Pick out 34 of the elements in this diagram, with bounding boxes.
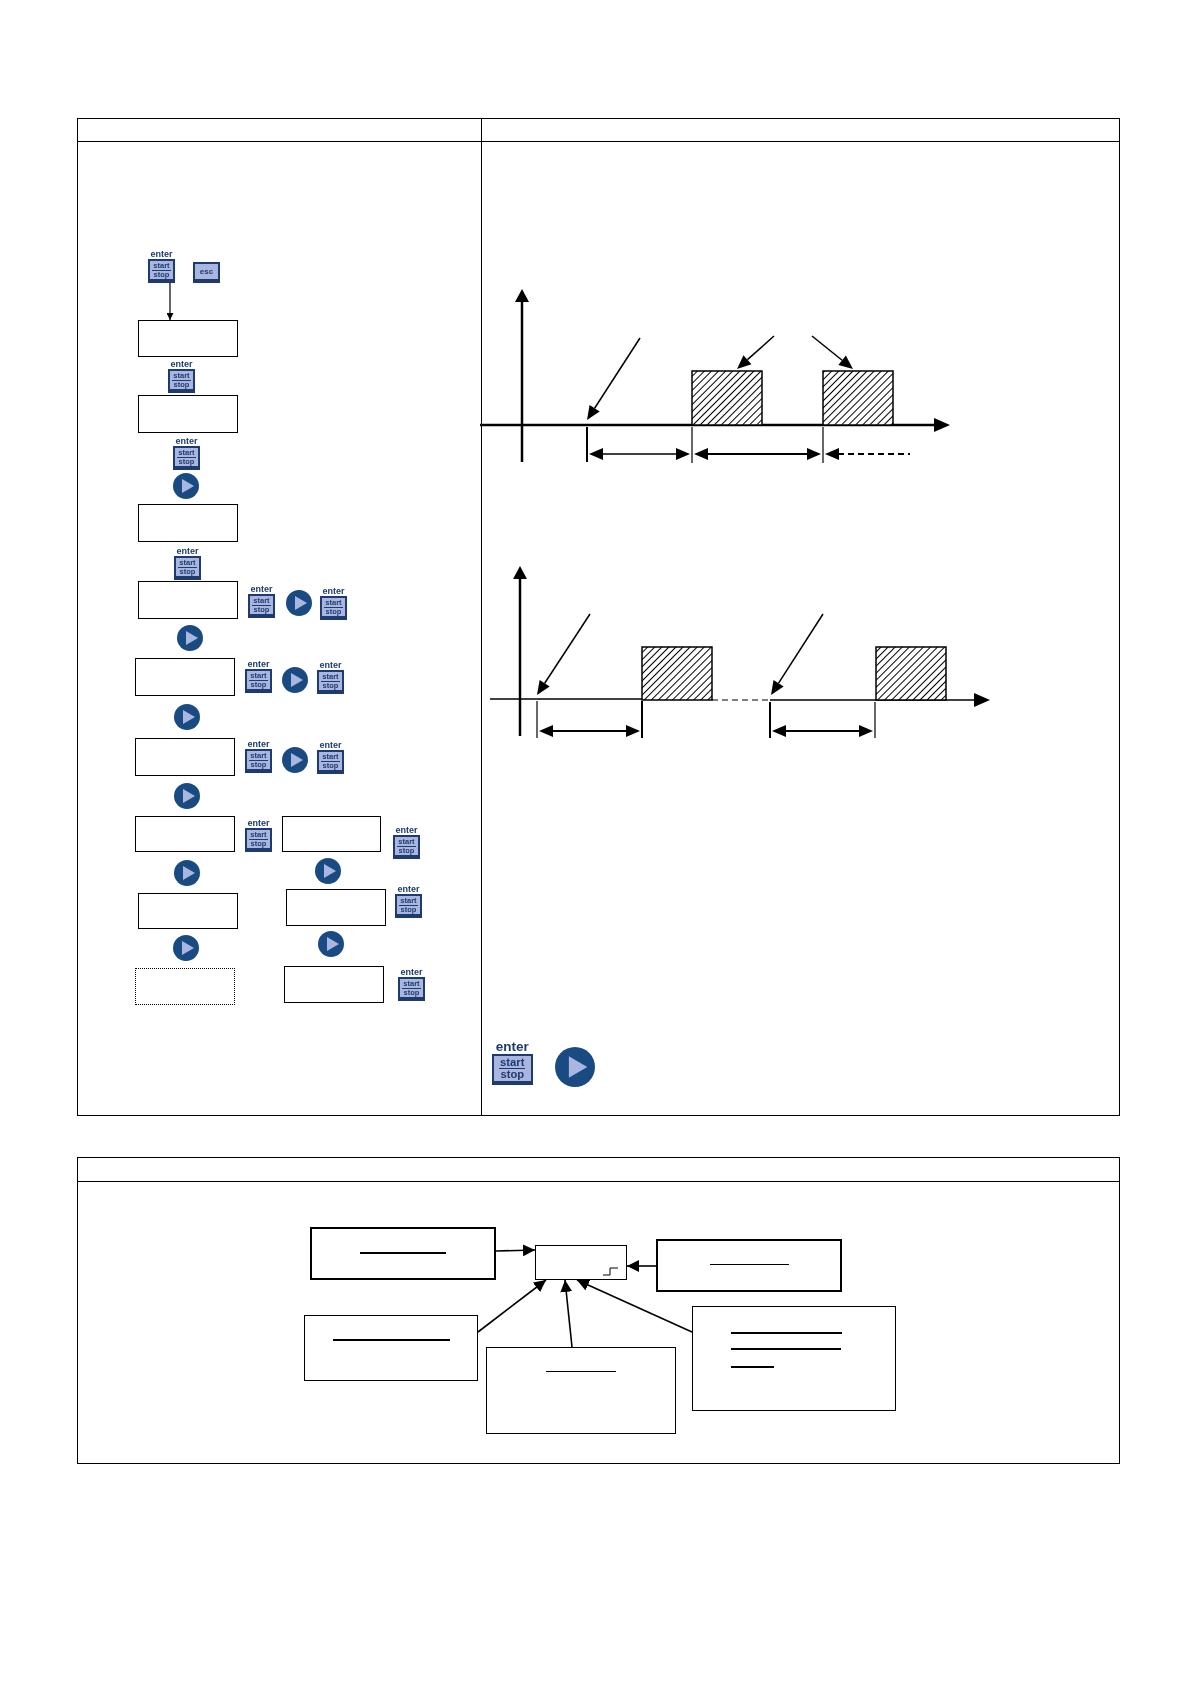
key-caption: enter bbox=[250, 585, 273, 594]
process-box bbox=[282, 816, 381, 852]
arrow bbox=[477, 1279, 547, 1333]
process-box bbox=[486, 1347, 676, 1434]
key-caption: enter bbox=[319, 661, 342, 670]
arrow bbox=[495, 1244, 536, 1257]
arrow bbox=[560, 1279, 573, 1348]
esc-key: esc bbox=[193, 262, 220, 283]
key-caption: enter bbox=[322, 587, 345, 596]
process-box bbox=[310, 1227, 496, 1280]
process-box bbox=[135, 658, 235, 696]
process-box bbox=[138, 504, 238, 542]
arrow bbox=[626, 1260, 657, 1272]
process-box bbox=[135, 968, 235, 1005]
process-box bbox=[692, 1306, 896, 1411]
process-box bbox=[138, 395, 238, 433]
process-box bbox=[656, 1239, 842, 1292]
process-box bbox=[535, 1245, 627, 1280]
process-box bbox=[138, 893, 238, 929]
process-box bbox=[135, 816, 235, 852]
key-caption: enter bbox=[319, 741, 342, 750]
process-box bbox=[138, 320, 238, 357]
key-caption: enter bbox=[247, 819, 270, 828]
process-box bbox=[284, 966, 384, 1003]
arrow bbox=[576, 1279, 693, 1333]
key-caption: enter bbox=[495, 1040, 529, 1054]
key-caption: enter bbox=[150, 250, 173, 259]
process-box bbox=[135, 738, 235, 776]
arrow bbox=[166, 282, 174, 321]
process-box bbox=[304, 1315, 478, 1381]
process-box bbox=[286, 889, 386, 926]
start-stop-key: start stop bbox=[492, 1053, 533, 1085]
process-box bbox=[138, 581, 238, 619]
key-caption: enter bbox=[400, 968, 423, 977]
